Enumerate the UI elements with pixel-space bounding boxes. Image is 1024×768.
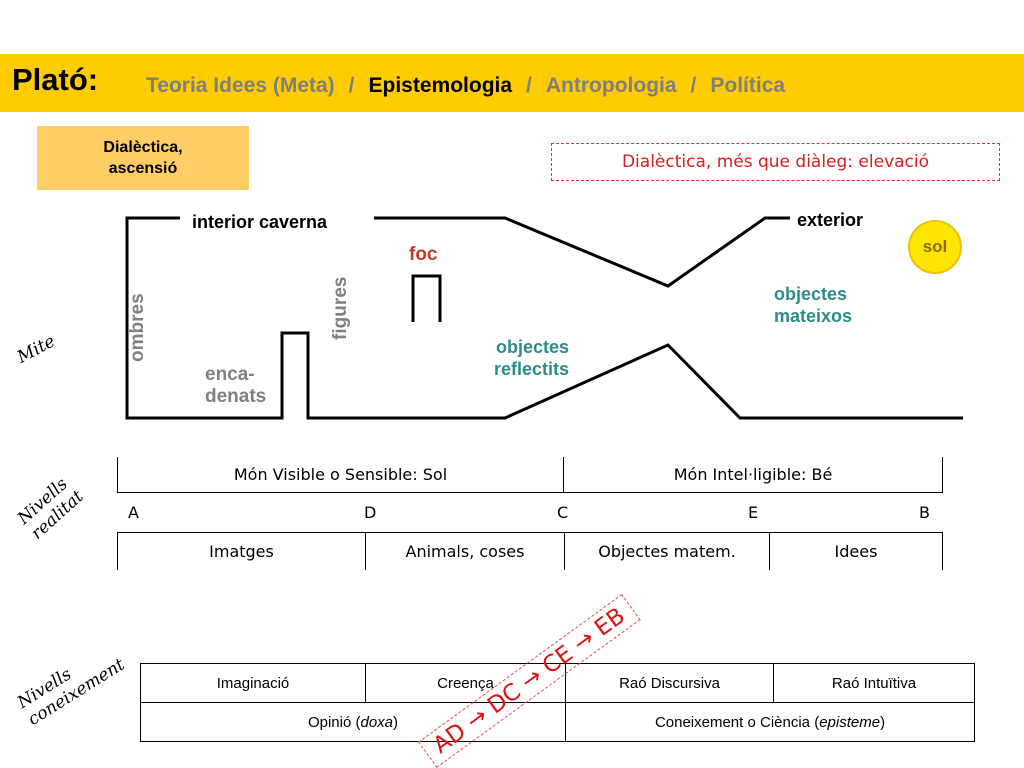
nivells-realitat-table: Imatges Animals, coses Objectes matem. I… <box>117 532 943 570</box>
coneixement-ciencia-cell: Coneixement o Ciència (episteme) <box>565 702 975 742</box>
objectes-matem-cell: Objectes matem. <box>564 532 770 570</box>
mon-intelligible-cell: Món Intel·ligible: Bé <box>563 457 943 493</box>
letter-b: B <box>919 503 930 522</box>
letter-e: E <box>748 503 759 522</box>
rao-intuitiva-cell: Raó Intuïtiva <box>773 663 975 703</box>
imaginacio-cell: Imaginació <box>140 663 366 703</box>
topic-nav: Teoria Idees (Meta) / Epistemologia / Antrop… <box>146 74 785 98</box>
doxa-term: doxa <box>360 713 394 731</box>
fire-shape <box>411 274 442 322</box>
nav-item-politica[interactable]: Política <box>710 74 786 97</box>
opinio-suffix: ) <box>393 713 399 731</box>
ombres-label: ombres <box>127 293 148 362</box>
dialeg-note: Dialèctica, més que diàleg: elevació <box>551 143 1000 181</box>
encadenats-label: enca- denats <box>205 364 267 407</box>
nav-separator: / <box>690 74 697 97</box>
dialectica-label: Dialèctica, ascensió <box>103 139 183 177</box>
objectes-mateixos-label: objectes mateixos <box>774 284 853 326</box>
episteme-term: episteme <box>819 713 881 731</box>
letter-c: C <box>557 503 569 522</box>
sol-label: sol <box>922 237 948 256</box>
nav-item-epistemologia[interactable]: Epistemologia <box>368 74 513 97</box>
mon-table: Món Visible o Sensible: Sol Món Intel·li… <box>117 457 943 493</box>
opinio-cell: Opinió (doxa) <box>140 702 566 742</box>
idees-cell: Idees <box>769 532 943 570</box>
interior-caverna-label: interior caverna <box>192 212 328 232</box>
exterior-label: exterior <box>797 210 864 230</box>
mon-visible-cell: Món Visible o Sensible: Sol <box>117 457 564 493</box>
nav-item-antropologia[interactable]: Antropologia <box>545 74 677 97</box>
imatges-cell: Imatges <box>117 532 366 570</box>
header-bar <box>0 54 1024 112</box>
coneixement-prefix: Coneixement o Ciència ( <box>654 713 820 731</box>
nav-separator: / <box>526 74 532 97</box>
cave-top-line-mid <box>374 216 790 288</box>
nivells-coneixement-table: Imaginació Creença Raó Discursiva Raó In… <box>140 663 975 742</box>
animals-coses-cell: Animals, coses <box>365 532 565 570</box>
creenca-cell: Creença <box>365 663 566 703</box>
letter-a: A <box>128 503 139 522</box>
page-title: Plató: <box>12 62 99 97</box>
nav-separator: / <box>348 74 355 97</box>
dialectica-box: Dialèctica, ascensió <box>37 126 249 190</box>
nav-item-teoria-idees[interactable]: Teoria Idees (Meta) <box>146 74 335 97</box>
cave-top-line-left <box>125 216 963 420</box>
rao-discursiva-cell: Raó Discursiva <box>565 663 774 703</box>
objectes-reflectits-label: objectes reflectits <box>494 337 570 379</box>
coneixement-suffix: ) <box>880 713 886 731</box>
sun-icon: sol <box>908 220 962 274</box>
letter-d: D <box>364 503 377 522</box>
opinio-prefix: Opinió ( <box>307 713 361 731</box>
foc-label: foc <box>409 244 438 265</box>
figures-label: figures <box>330 276 351 340</box>
